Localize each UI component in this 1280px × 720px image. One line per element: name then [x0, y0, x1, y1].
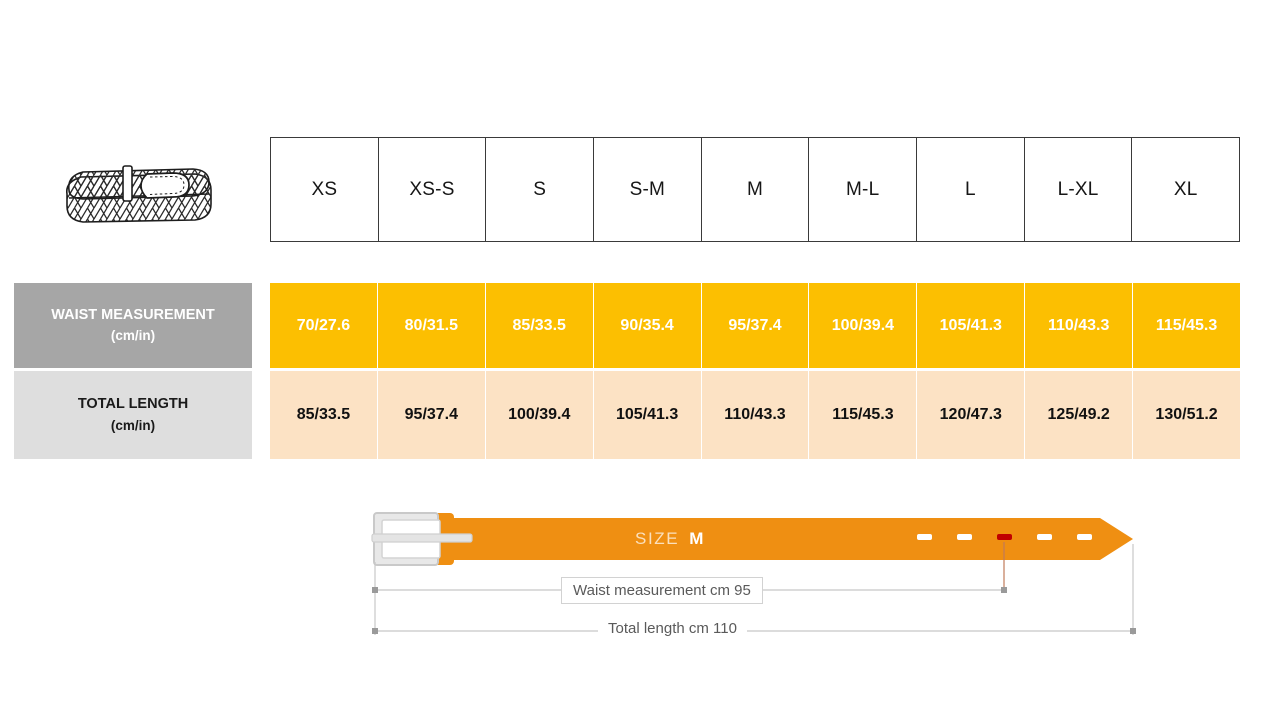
length-value-m-l: 115/45.3: [809, 371, 918, 459]
length-value-s: 100/39.4: [485, 371, 594, 459]
waist-value-cells: 70/27.6 80/31.5 85/33.5 90/35.4 95/37.4 …: [270, 283, 1241, 368]
size-header-table: XS XS-S S S-M M M-L L L-XL XL: [270, 137, 1240, 242]
belt-hole-5: [1077, 534, 1092, 540]
length-dim-tick-right: [1130, 628, 1136, 634]
size-header-cell-s-m: S-M: [594, 138, 702, 241]
waist-label-main: WAIST MEASUREMENT: [51, 306, 215, 323]
belt-diagram-svg: [371, 512, 1136, 635]
belt-hole-2: [957, 534, 972, 540]
total-length-label-units: (cm/in): [110, 417, 156, 433]
belt-strap: [451, 518, 1133, 560]
waist-value-l: 105/41.3: [917, 283, 1026, 368]
size-header-cell-xs-s: XS-S: [379, 138, 487, 241]
waist-dimension-label: Waist measurement cm 95: [561, 577, 763, 604]
total-length-dimension-label: Total length cm 110: [598, 618, 747, 639]
waist-value-m-l: 100/39.4: [809, 283, 918, 368]
length-value-xl: 130/51.2: [1133, 371, 1241, 459]
belt-hole-3-active: [997, 534, 1012, 540]
length-value-m: 110/43.3: [701, 371, 810, 459]
size-header-cell-l: L: [917, 138, 1025, 241]
waist-value-s-m: 90/35.4: [593, 283, 702, 368]
size-header-cell-s: S: [486, 138, 595, 241]
size-header-cell-xl: XL: [1173, 178, 1198, 200]
belt-hole-1: [917, 534, 932, 540]
belt-hole-4: [1037, 534, 1052, 540]
waist-dim-tick-right: [1001, 587, 1007, 593]
length-value-s-m: 105/41.3: [593, 371, 702, 459]
total-length-label: TOTAL LENGTH (cm/in): [14, 371, 252, 459]
length-dim-tick-left: [372, 628, 378, 634]
waist-value-xs: 70/27.6: [270, 283, 378, 368]
waist-dim-tick-left: [372, 587, 378, 593]
waist-label-units: (cm/in): [110, 328, 156, 344]
length-value-l-xl: 125/49.2: [1025, 371, 1134, 459]
waist-value-xl: 115/45.3: [1133, 283, 1241, 368]
length-value-xs-s: 95/37.4: [377, 371, 486, 459]
length-value-xs: 85/33.5: [270, 371, 378, 459]
woven-belt-icon: [65, 165, 212, 223]
product-illustration: [55, 142, 220, 242]
length-value-l: 120/47.3: [917, 371, 1026, 459]
size-header-cell-l-xl: L-XL: [1025, 138, 1133, 241]
belt-measurement-diagram: [355, 500, 1155, 655]
waist-value-s: 85/33.5: [485, 283, 594, 368]
waist-value-m: 95/37.4: [701, 283, 810, 368]
waist-measurement-row: WAIST MEASUREMENT (cm/in) 70/27.6 80/31.…: [0, 283, 1241, 368]
size-header-cell-xs: XS: [271, 138, 379, 241]
total-length-row: TOTAL LENGTH (cm/in) 85/33.5 95/37.4 100…: [0, 371, 1241, 459]
total-length-label-main: TOTAL LENGTH: [77, 396, 189, 413]
total-length-value-cells: 85/33.5 95/37.4 100/39.4 105/41.3 110/43…: [270, 371, 1241, 459]
belt-buckle-prong: [371, 533, 473, 543]
waist-value-xs-s: 80/31.5: [377, 283, 486, 368]
waist-measurement-label: WAIST MEASUREMENT (cm/in): [14, 283, 252, 368]
size-header-cell-m-l: M-L: [809, 138, 918, 241]
waist-value-l-xl: 110/43.3: [1025, 283, 1134, 368]
size-header-cell-m: M: [702, 138, 810, 241]
